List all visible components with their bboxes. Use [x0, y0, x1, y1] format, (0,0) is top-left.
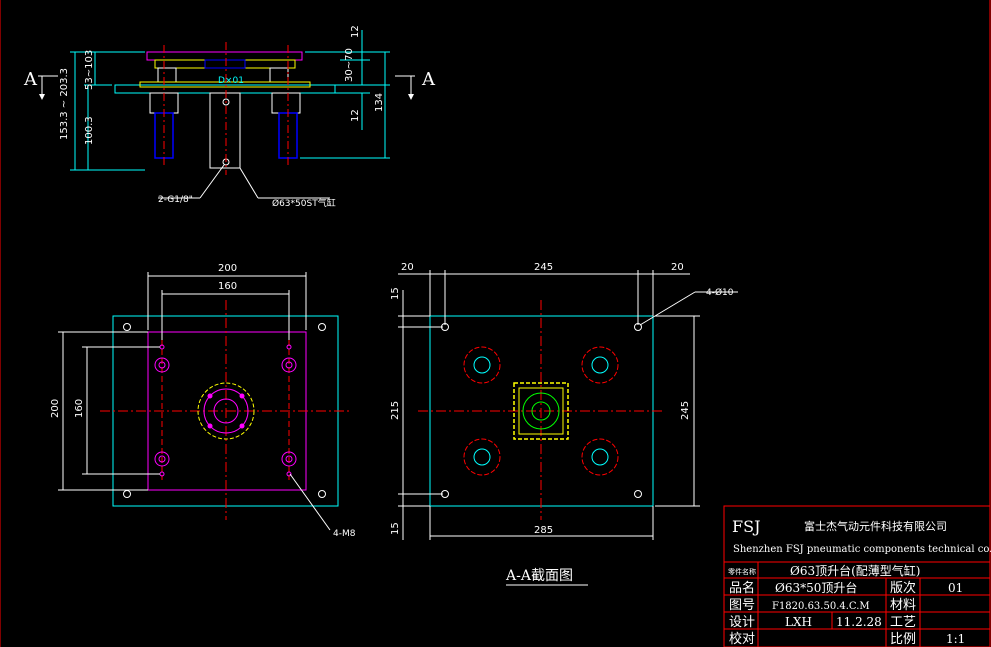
section-title: A-A截面图: [505, 568, 573, 584]
left-plan-view: 200 160 200 160 4-M8: [50, 263, 356, 539]
dim-top-right: 20: [671, 262, 684, 273]
dim-left-stroke: 53~103: [84, 50, 95, 90]
dim-left-total: 153.3 ~ 203.3: [59, 68, 70, 140]
dim-bottom: 285: [534, 525, 553, 536]
row1-label2: 版次: [890, 580, 916, 596]
dim-right-12-top: 12: [350, 25, 361, 38]
dim-left-outer: 200: [50, 399, 61, 418]
row1-value: Ø63*50顶升台: [775, 580, 857, 595]
section-mark-left: A: [23, 69, 58, 100]
company-en: Shenzhen FSJ pneumatic components techni…: [733, 544, 991, 555]
row3-date: 11.2.28: [836, 615, 882, 629]
dim-left-lower: 100.3: [84, 116, 95, 145]
dim-left-top: 15: [390, 287, 401, 300]
dim-top-outer: 200: [218, 263, 237, 274]
row2-label: 图号: [729, 598, 755, 613]
dim-right: 245: [680, 401, 691, 420]
row4-label2: 比例: [890, 632, 916, 647]
company-cn: 富士杰气动元件科技有限公司: [804, 519, 947, 533]
title-block: FSJ 富士杰气动元件科技有限公司 Shenzhen FSJ pneumatic…: [723, 505, 991, 647]
callout-holes: 4-Ø10: [706, 287, 734, 298]
dim-top-left: 20: [401, 262, 414, 273]
callout-m8: 4-M8: [333, 529, 356, 539]
callout-cylinder: Ø63*50ST气缸: [272, 197, 336, 209]
callout-port: 2-G1/8": [158, 195, 193, 205]
row2-label2: 材料: [890, 598, 916, 613]
dim-left-inner: 160: [74, 399, 85, 418]
section-letter-left: A: [23, 69, 38, 90]
dim-right-134: 134: [374, 93, 385, 112]
row3-label2: 工艺: [890, 615, 916, 630]
dim-top-mid: 245: [534, 262, 553, 273]
part-name: Ø63顶升台(配薄型气缸): [790, 563, 920, 578]
dim-right-stroke: 30~70: [344, 48, 355, 82]
row3-value: LXH: [785, 615, 812, 629]
section-mark-right: A: [395, 69, 436, 100]
logo: FSJ: [732, 517, 760, 536]
row2-value: F1820.63.50.4.C.M: [772, 601, 870, 612]
dim-left-mid: 215: [390, 401, 401, 420]
part-name-label: 零件名称: [728, 567, 756, 576]
center-label: D×01: [218, 76, 244, 86]
dim-top-inner: 160: [218, 281, 237, 292]
row3-label: 设计: [729, 615, 755, 630]
right-plan-view: 20 245 20 15 215 15 245 285 4-Ø10: [390, 262, 738, 540]
section-letter-right: A: [421, 69, 436, 90]
dim-left-bot: 15: [390, 522, 401, 535]
row1-label: 品名: [729, 580, 755, 596]
row1-value2: 01: [948, 581, 963, 595]
front-view: D×01 153.3 ~ 203.3 100.3 53~103 12 30~70: [59, 25, 390, 209]
dim-right-12-bottom: 12: [350, 109, 361, 122]
row4-value2: 1:1: [946, 632, 965, 646]
row4-label: 校对: [729, 631, 755, 647]
